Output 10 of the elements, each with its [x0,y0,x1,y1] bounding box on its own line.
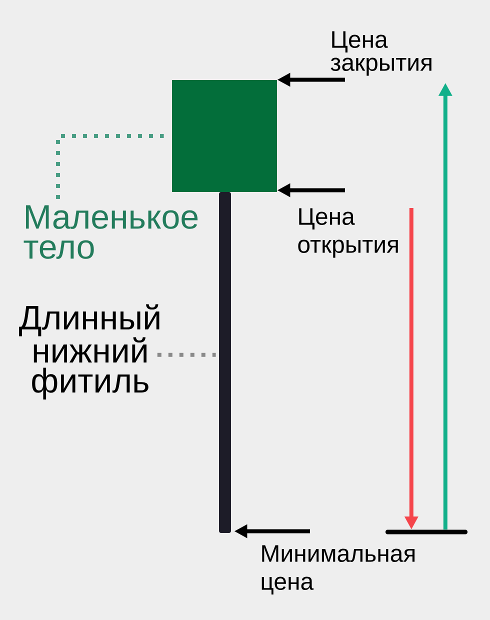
callout-label: Длинный нижний фитиль [19,304,160,400]
leader-line [157,352,216,357]
price-label: Цена закрытия [330,31,432,76]
price-label: Минимальная цена [262,545,415,594]
candle-body [172,80,277,192]
leader-line [56,134,164,199]
candle-wick [219,192,231,533]
callout-label: Маленькое тело [24,205,198,259]
price-label: Цена открытия [298,208,398,258]
baseline [386,530,468,534]
